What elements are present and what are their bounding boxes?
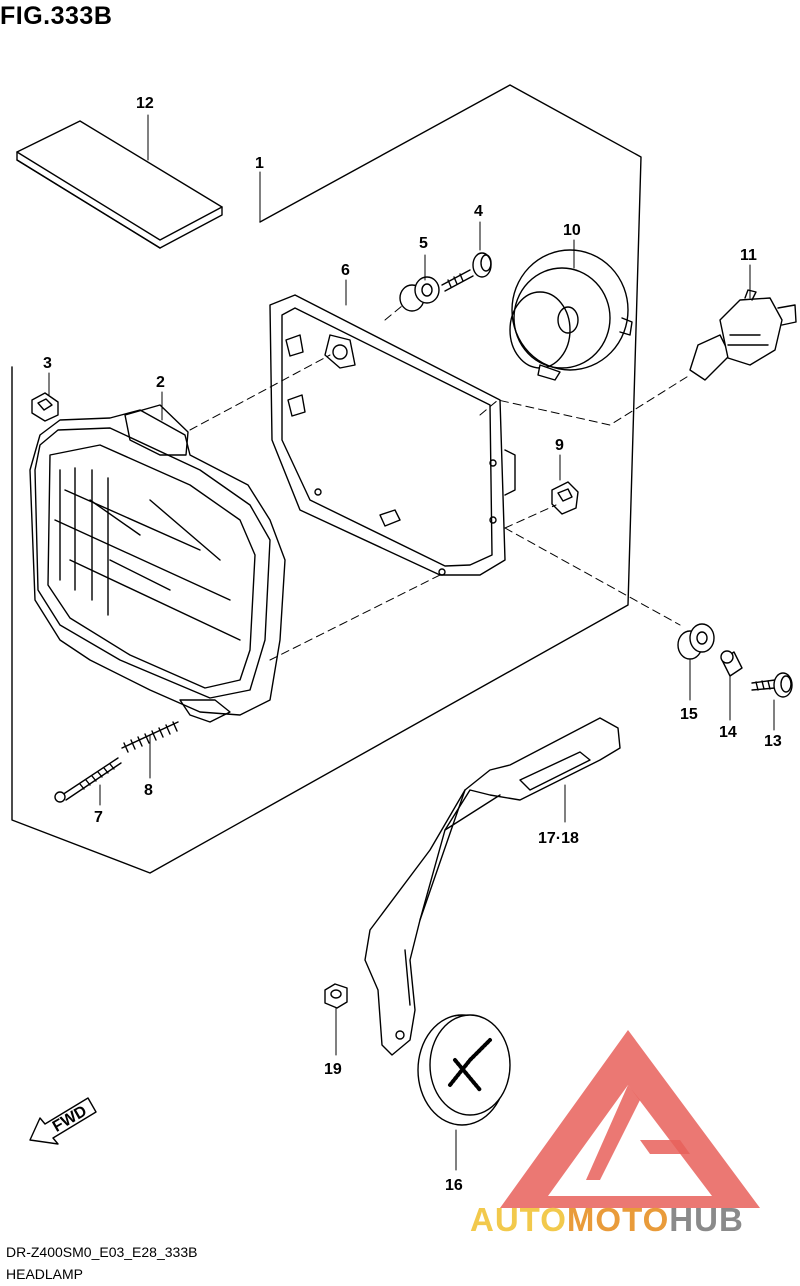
callout-14: 14 — [719, 724, 737, 741]
fwd-label: FWD — [50, 1103, 90, 1136]
callout-17-18: 17·18 — [538, 830, 579, 847]
part-19-nut — [324, 983, 348, 1009]
watermark-text: AUTOMOTOHUB — [470, 1200, 744, 1240]
part-7-adjusting-screw — [54, 757, 122, 803]
fwd-arrow-icon: FWD — [29, 1097, 97, 1145]
callout-16: 16 — [445, 1177, 463, 1194]
callout-1: 1 — [255, 155, 264, 172]
callout-7: 7 — [94, 809, 103, 826]
part-2-headlamp-unit — [29, 404, 286, 723]
callout-12: 12 — [136, 95, 154, 112]
callout-6: 6 — [341, 262, 350, 279]
section-name: HEADLAMP — [6, 1266, 84, 1282]
part-6-headlamp-rim — [269, 294, 516, 576]
callouts: 12 1 4 5 10 6 11 3 2 9 15 14 13 8 7 17·1… — [43, 95, 782, 1194]
watermark-auto: AUTO — [470, 1201, 567, 1238]
part-17-18-bracket — [364, 717, 621, 1056]
callout-9: 9 — [555, 437, 564, 454]
drawing-code: DR-Z400SM0_E03_E28_333B — [6, 1244, 198, 1260]
part-12-label-pad — [16, 120, 223, 249]
part-11-bulb — [689, 289, 797, 381]
watermark-logo — [500, 1030, 760, 1208]
callout-10: 10 — [563, 222, 581, 239]
watermark-triangle — [500, 1030, 760, 1208]
watermark-hub: HUB — [669, 1201, 744, 1238]
callout-5: 5 — [419, 235, 428, 252]
callout-3: 3 — [43, 355, 52, 372]
part-15-grommet — [677, 623, 715, 660]
part-9-clip — [551, 481, 579, 515]
part-16-reflector — [417, 1014, 511, 1126]
callout-11: 11 — [740, 247, 757, 264]
assembly-box-outline — [11, 84, 642, 874]
figure-title: FIG.333B — [0, 2, 113, 30]
part-13-bolt — [751, 672, 793, 698]
callout-19: 19 — [324, 1061, 342, 1078]
callout-4: 4 — [474, 203, 483, 220]
callout-15: 15 — [680, 706, 698, 723]
part-3-clip — [31, 392, 59, 422]
part-10-socket-cover — [509, 249, 633, 381]
callout-8: 8 — [144, 782, 153, 799]
callout-2: 2 — [156, 374, 165, 391]
part-14-collar — [720, 650, 743, 677]
watermark-moto: MOTO — [566, 1201, 670, 1238]
part-4-bolt — [441, 252, 492, 292]
leader-lines — [48, 114, 775, 1171]
part-5-grommet — [399, 276, 440, 312]
callout-13: 13 — [764, 733, 782, 750]
